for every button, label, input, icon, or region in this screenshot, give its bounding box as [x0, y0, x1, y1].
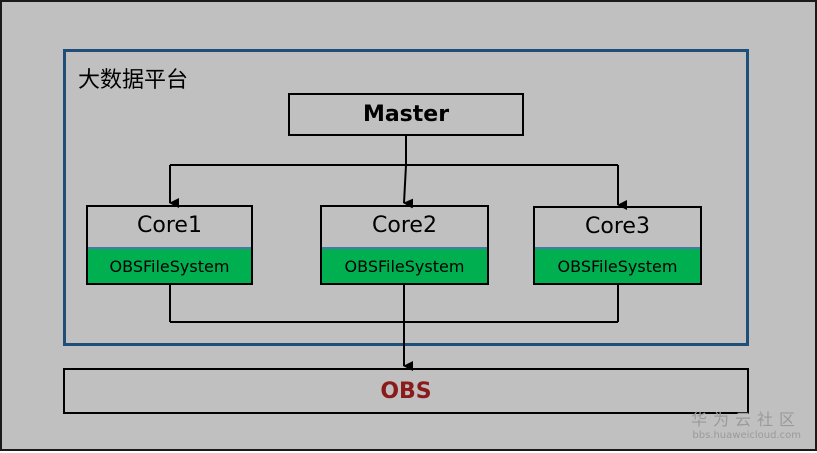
watermark: 华为云社区 bbs.huaweicloud.com [691, 406, 801, 441]
watermark-name: 华为云社区 [690, 410, 801, 429]
core3-node: Core3 OBSFileSystem [533, 206, 702, 285]
core2-node: Core2 OBSFileSystem [320, 205, 489, 285]
watermark-url: bbs.huaweicloud.com [692, 430, 801, 441]
platform-title: 大数据平台 [78, 68, 189, 93]
arrow-to-core2 [403, 164, 414, 209]
core3-label: Core3 [585, 214, 650, 239]
master-node: Master [288, 93, 524, 136]
core2-obsfilesystem: OBSFileSystem [322, 247, 487, 283]
big-data-platform-frame [63, 49, 749, 346]
core1-obsfilesystem: OBSFileSystem [88, 247, 251, 283]
core3-obsfilesystem: OBSFileSystem [535, 247, 700, 283]
obs-storage: OBS [63, 368, 749, 414]
core1-node: Core1 OBSFileSystem [86, 205, 253, 285]
core2-label: Core2 [372, 213, 437, 238]
core1-label: Core1 [137, 213, 202, 238]
